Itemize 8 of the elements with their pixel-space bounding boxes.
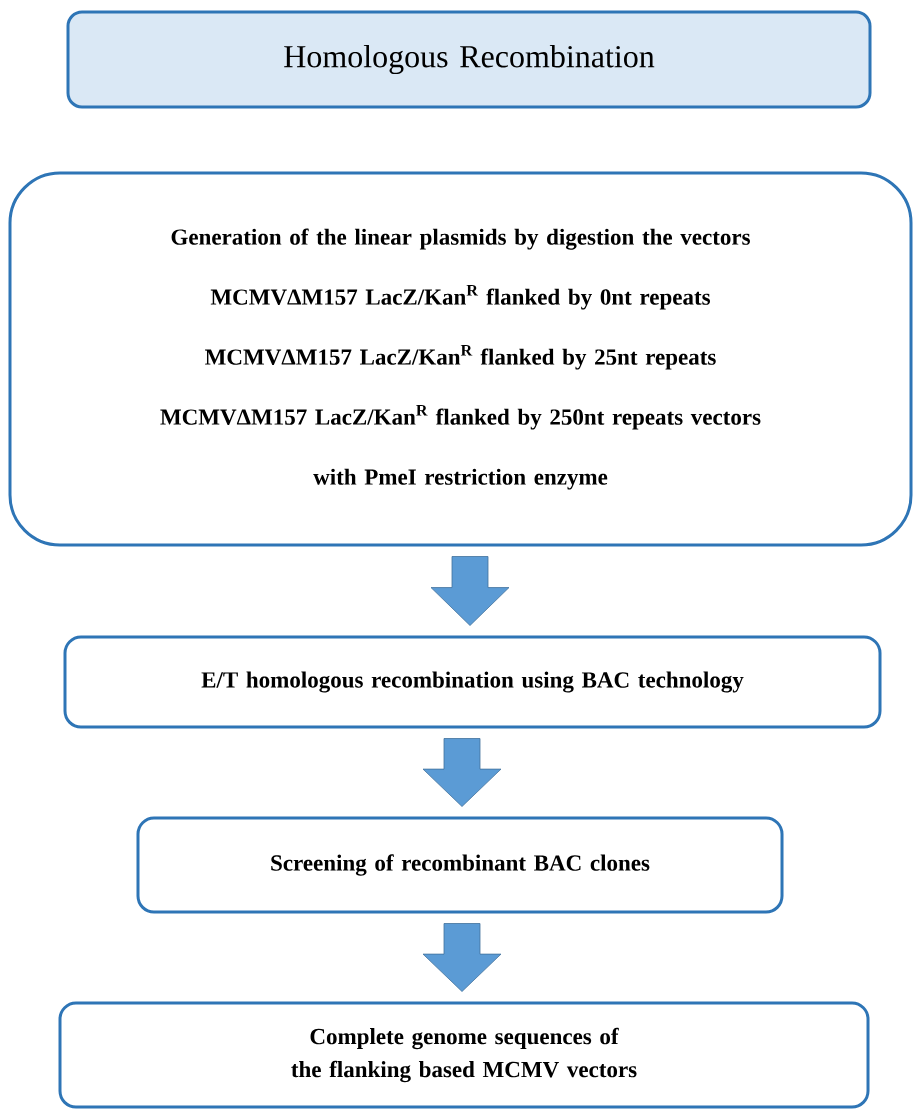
block-arrow bbox=[430, 556, 510, 626]
process-box: Screening of recombinant BAC clones bbox=[136, 816, 784, 914]
block-arrow bbox=[422, 923, 502, 992]
process-box: Complete genome sequences of the flanking based MCMV vectors bbox=[58, 1001, 870, 1109]
process-box: Generation of the linear plasmids by digestion the vectors MCMVΔM157 LacZ/Kan$^{R}$ flanked by 0nt repeats MCMVΔM157 LacZ/Kan$^{R}$ flanked by 25nt repeats MCMVΔM157 LacZ/Kan$^{R}$ flanked by 250nt repeats vectors with PmeI restriction enzyme bbox=[8, 171, 913, 547]
heading-box: Homologous Recombination bbox=[66, 10, 872, 109]
block-arrow bbox=[422, 738, 502, 807]
process-box: E/T homologous recombination using BAC technology bbox=[63, 635, 882, 729]
